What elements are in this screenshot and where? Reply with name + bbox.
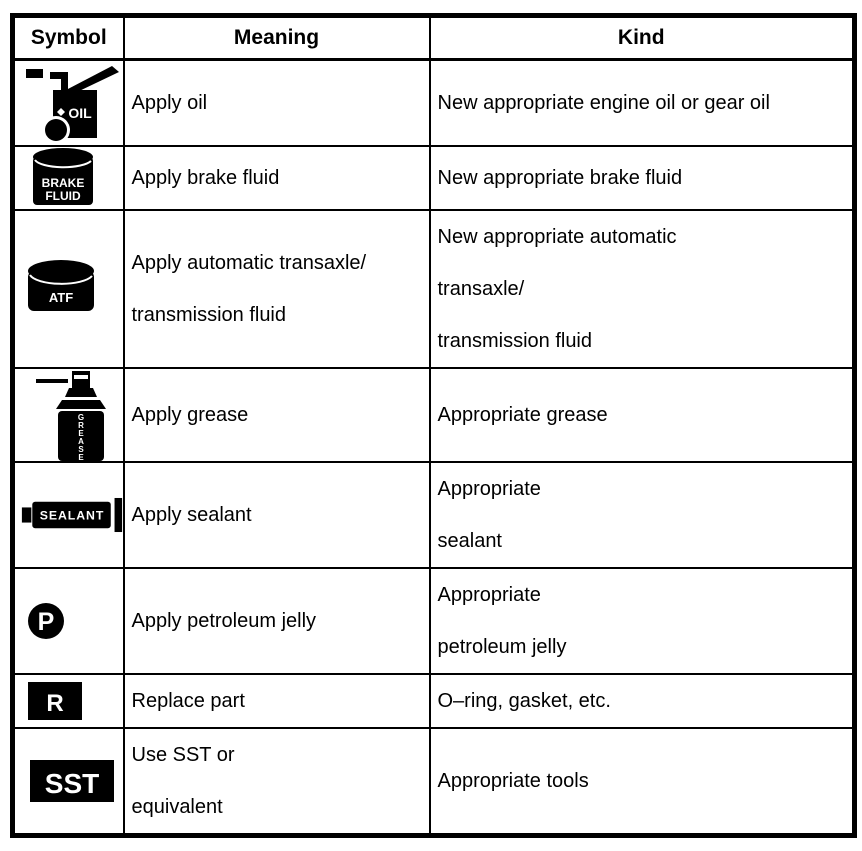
kind-text: New appropriate engine oil or gear oil [437,92,770,114]
header-kind: Kind [428,14,856,61]
table-row: ATF Apply automatic transaxle/ transmiss… [11,209,856,369]
meaning-text: Apply brake fluid [131,167,280,189]
grease-label-letter: E [78,429,84,438]
kind-text: New appropriate brake fluid [437,167,683,189]
sealant-label: SEALANT [40,509,105,523]
sst-label: SST [45,768,99,799]
meaning-text: Replace part [131,690,245,712]
atf-label: ATF [49,290,73,305]
kind-text: Appropriate tools [437,770,589,792]
meaning-text: transmission fluid [131,304,287,326]
header-row: Symbol Meaning Kind [11,14,856,61]
petroleum-jelly-icon: P [28,603,64,639]
kind-text: Appropriate [437,478,541,500]
sst-icon: SST [30,760,114,802]
symbol-cell: SEALANT [11,461,125,569]
kind-cell: Appropriate sealant [428,461,856,569]
grease-label-letter: A [78,437,84,446]
meaning-cell: Apply grease [122,367,431,463]
grease-label-letter: S [78,445,84,454]
table-row: OIL Apply oil New appropriate engine oil… [11,58,856,147]
symbol-cell: OIL [11,58,125,147]
meaning-text: Use SST or [131,744,235,766]
table-row: P Apply petroleum jelly Appropriate petr… [11,567,856,675]
meaning-cell: Use SST or equivalent [122,727,431,837]
kind-cell: Appropriate petroleum jelly [428,567,856,675]
table-row: SST Use SST or equivalent Appropriate to… [11,727,856,837]
kind-cell: New appropriate brake fluid [428,145,856,211]
grease-label-letter: R [78,421,84,430]
kind-text: petroleum jelly [437,636,567,658]
symbol-legend-table: Symbol Meaning Kind [10,13,857,838]
oil-can-icon: OIL [26,66,119,144]
kind-text: transmission fluid [437,330,593,352]
symbol-cell: SST [11,727,125,837]
symbol-cell: G R E A S E [11,367,125,463]
brake-fluid-can-icon: BRAKE FLUID [33,148,93,205]
meaning-cell: Apply sealant [122,461,431,569]
replace-part-label: R [46,690,63,717]
meaning-text: Apply automatic transaxle/ [131,252,367,274]
header-meaning: Meaning [122,14,431,61]
meaning-text: Apply oil [131,92,208,114]
meaning-cell: Replace part [122,673,431,729]
meaning-text: equivalent [131,796,223,818]
kind-cell: Appropriate grease [428,367,856,463]
symbol-cell: R [11,673,125,729]
kind-cell: O–ring, gasket, etc. [428,673,856,729]
kind-text: O–ring, gasket, etc. [437,690,611,712]
meaning-text: Apply sealant [131,504,252,526]
sealant-tube-icon: SEALANT [21,497,123,533]
kind-text: Appropriate grease [437,404,608,426]
kind-text: New appropriate automatic [437,226,677,248]
symbol-cell: BRAKE FLUID [11,145,125,211]
meaning-cell: Apply brake fluid [122,145,431,211]
header-symbol: Symbol [11,14,125,61]
symbol-cell: P [11,567,125,675]
grease-label-letter: G [78,413,84,422]
kind-text: transaxle/ [437,278,525,300]
table-row: R Replace part O–ring, gasket, etc. [11,673,856,729]
table-header: Symbol Meaning Kind [11,14,856,61]
brake-fluid-label-line1: BRAKE [42,176,85,190]
atf-can-icon: ATF [28,260,94,311]
meaning-cell: Apply oil [122,58,431,147]
meaning-cell: Apply automatic transaxle/ transmission … [122,209,431,369]
oil-can-label: OIL [68,105,92,121]
petroleum-jelly-label: P [38,608,55,636]
kind-text: sealant [437,530,503,552]
table-row: G R E A S E Apply grease Appropriate gre… [11,367,856,463]
kind-cell: Appropriate tools [428,727,856,837]
table-row: SEALANT Apply sealant Appropriate sealan… [11,461,856,569]
symbol-cell: ATF [11,209,125,369]
kind-cell: New appropriate engine oil or gear oil [428,58,856,147]
replace-part-icon: R [28,682,82,720]
grease-label-letter: E [78,453,84,461]
meaning-text: Apply grease [131,404,249,426]
table-row: BRAKE FLUID Apply brake fluid New approp… [11,145,856,211]
meaning-cell: Apply petroleum jelly [122,567,431,675]
kind-cell: New appropriate automatic transaxle/ tra… [428,209,856,369]
kind-text: Appropriate [437,584,541,606]
brake-fluid-label-line2: FLUID [45,189,81,203]
meaning-text: Apply petroleum jelly [131,610,317,632]
grease-spray-can-icon: G R E A S E [36,371,106,461]
